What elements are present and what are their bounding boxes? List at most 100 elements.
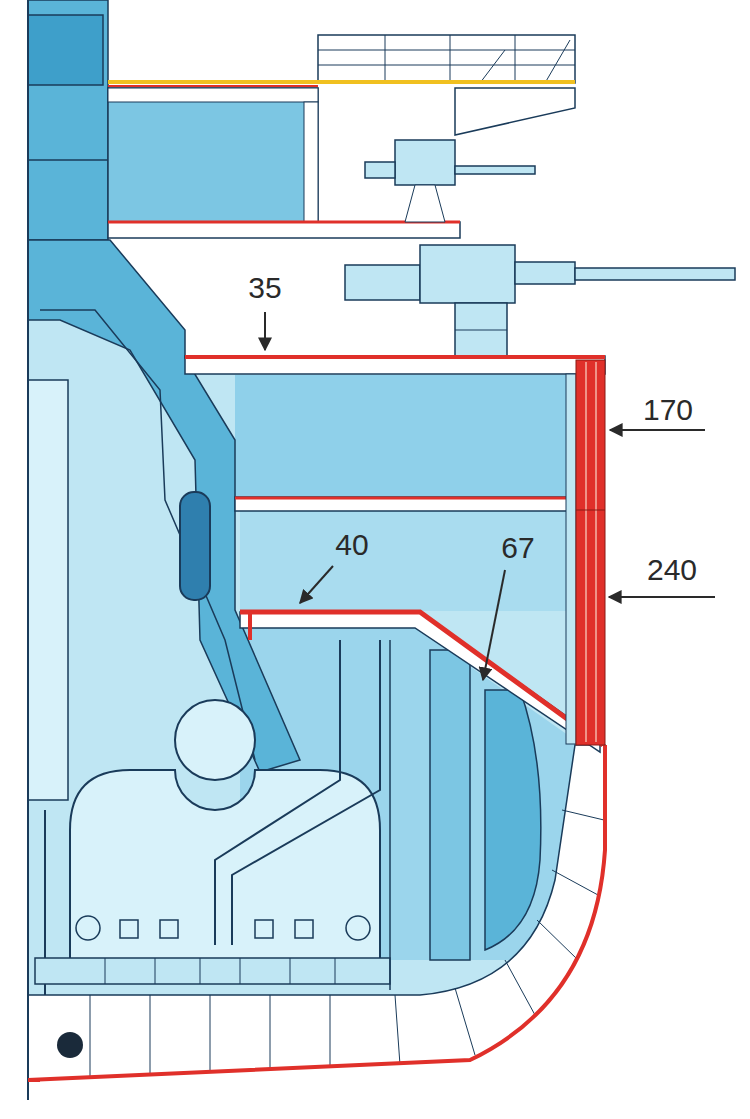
boiler [105,958,106,984]
superstructure [108,88,318,222]
hull-interior [28,240,605,1080]
armour-belt [566,360,605,745]
superstructure [108,88,460,238]
bunker [389,640,391,990]
bridge-railing [480,50,505,83]
double-bottom [90,995,91,1077]
armour-decks [240,612,600,752]
double-bottom [395,995,400,1065]
hull-interior [235,375,575,497]
double-bottom [28,745,605,1080]
boiler [215,640,340,945]
boiler [76,916,100,940]
centerline [28,1078,40,1082]
uptake [28,380,68,800]
armour-belt [576,510,605,511]
leader-line [265,312,715,680]
leader-line [609,596,715,598]
armour-decks [248,612,252,640]
main-gun [575,268,735,280]
bridge-railing [455,88,575,135]
double-bottom [455,988,475,1055]
superstructure [304,102,318,222]
funnel [28,0,108,240]
centerline [28,0,40,1100]
double-bottom [552,870,598,895]
boiler [175,700,255,780]
leader-line [610,429,705,431]
double-bottom [270,995,271,1070]
double-bottom [537,920,578,960]
callout-number: 40 [335,530,368,560]
armour-decks [185,356,605,374]
small-gun [455,166,535,174]
main-gun [515,262,575,284]
boiler [240,958,241,984]
double-bottom [562,810,604,820]
boiler [335,958,336,984]
bridge-railing [108,80,575,84]
bunker [485,690,541,950]
boiler [35,958,390,984]
double-bottom [28,745,605,1080]
armour-belt [566,374,576,744]
centerline [27,0,29,1100]
small-gun [365,162,395,178]
callout-number: 170 [643,395,693,425]
main-gun [345,265,420,300]
hull-interior [240,511,575,611]
double-bottom [28,745,605,1080]
bridge-railing [318,35,575,83]
funnel [28,0,108,240]
boiler [346,916,370,940]
superstructure [108,88,318,102]
double-bottom [210,995,211,1072]
armour-decks [185,355,605,359]
boiler [290,958,291,984]
bridge-railing [108,35,575,135]
boiler [35,640,390,984]
hull-interior [28,240,605,1080]
boiler [255,920,273,938]
armour-belt [585,362,587,742]
bunker [430,650,470,960]
bridge-railing [108,85,318,87]
double-bottom [150,995,151,1075]
main-gun [420,245,515,303]
armour-decks [185,356,605,752]
double-bottom [57,1032,83,1058]
superstructure [108,222,460,238]
bridge-railing [515,35,516,83]
bridge-railing [318,65,575,66]
callout-number: 67 [501,533,534,563]
armour-decks [235,497,575,511]
boiler [155,958,156,984]
boiler [160,920,178,938]
uptake [40,310,255,760]
boiler [232,640,380,945]
uptake [180,492,210,600]
small-gun [405,185,445,222]
leader-line [483,570,505,680]
boiler [70,770,380,960]
boiler [120,920,138,938]
funnel [28,15,103,85]
armour-decks [240,612,603,745]
small-gun [395,140,455,185]
leader-line [300,566,333,603]
double-bottom [330,995,331,1068]
bridge-railing [545,40,570,83]
armour-belt [576,360,605,745]
bridge-railing [450,35,451,83]
bridge-railing [318,50,575,51]
armour-decks [235,497,575,500]
callout-number: 240 [647,555,697,585]
main-gun [455,303,507,356]
main-gun [345,245,735,356]
bridge-railing [385,35,386,83]
funnel [28,159,108,161]
boiler [200,958,201,984]
callout-number: 35 [248,273,281,303]
